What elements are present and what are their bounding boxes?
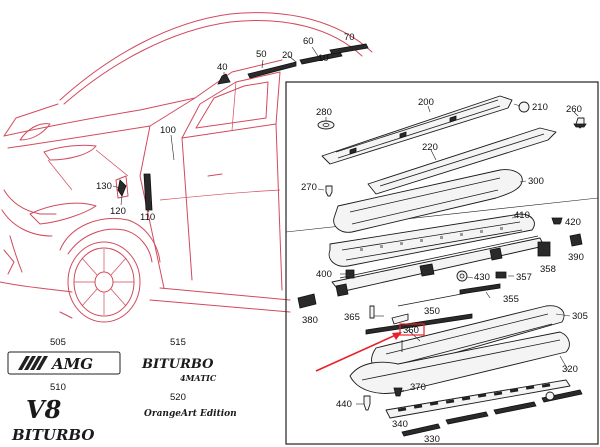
badge-amg-text: AMG [50,355,93,373]
badge-biturbo-4matic: BITURBO 4MATIC [141,357,217,383]
callout-400: 400 [316,269,332,280]
callout-50: 50 [256,49,267,60]
badge-v8-biturbo: V8 BITURBO [11,395,94,444]
part-340-strip [385,379,571,419]
part-220-trim [367,127,557,195]
part-305-running-board [371,305,565,373]
badge-biturbo-text: BITURBO [11,426,94,444]
part-320-cover [349,331,570,394]
callout-370: 370 [410,382,426,393]
callout-420: 420 [565,217,581,228]
callout-520: 520 [170,392,186,403]
callout-100: 100 [160,125,176,136]
callout-40: 40 [217,62,228,73]
car-leaders [112,45,355,213]
callout-390: 390 [568,252,584,263]
callout-20: 20 [282,50,293,61]
callout-515: 515 [170,337,186,348]
callout-505: 505 [50,337,66,348]
callout-365: 365 [344,312,360,323]
part-400-carrier [331,235,545,297]
callout-10: 10 [318,53,329,64]
badge-biturbo-small-text: BITURBO [141,357,214,372]
badge-orangeart-edition: OrangeArt Edition [144,409,237,419]
callout-280: 280 [316,107,332,118]
badge-orangeart-text: OrangeArt Edition [144,409,237,419]
callout-360: 360 [403,325,419,336]
part-330-inserts [401,389,583,437]
callout-380: 380 [302,315,318,326]
callout-70: 70 [344,32,355,43]
callout-355: 355 [503,294,519,305]
callout-440: 440 [336,399,352,410]
roof-rail-parts [117,43,369,211]
part-200-rail [321,95,513,165]
callout-120: 120 [110,206,126,217]
callout-270: 270 [301,182,317,193]
callout-330: 330 [424,434,440,445]
callout-labels: 40 50 20 60 70 10 100 130 120 110 200 21… [50,32,588,445]
parts-panel-frame [285,81,599,445]
callout-350: 350 [424,306,440,317]
callout-430: 430 [474,272,490,283]
part-355-strip [397,283,501,307]
callout-110: 110 [140,212,155,223]
callout-200: 200 [418,97,434,108]
callout-260: 260 [566,104,582,115]
callout-320: 320 [562,364,578,375]
callout-410: 410 [514,210,530,221]
callout-357: 357 [516,272,532,283]
highlight-arrow [315,323,425,372]
callout-510: 510 [50,382,66,393]
callout-305: 305 [572,311,588,322]
part-300-step-board [333,169,523,233]
callout-340: 340 [392,419,408,430]
callout-358: 358 [540,264,556,275]
badge-amg: AMG [7,351,121,375]
callout-210: 210 [532,102,548,113]
vehicle-outline [0,12,373,323]
fasteners [297,101,587,411]
callout-60: 60 [303,36,314,47]
part-410-step [328,213,535,267]
badge-4matic-text: 4MATIC [180,373,217,383]
callout-300: 300 [528,176,544,187]
badge-v8-text: V8 [26,395,62,424]
callout-220: 220 [422,142,438,153]
callout-130: 130 [96,181,112,192]
